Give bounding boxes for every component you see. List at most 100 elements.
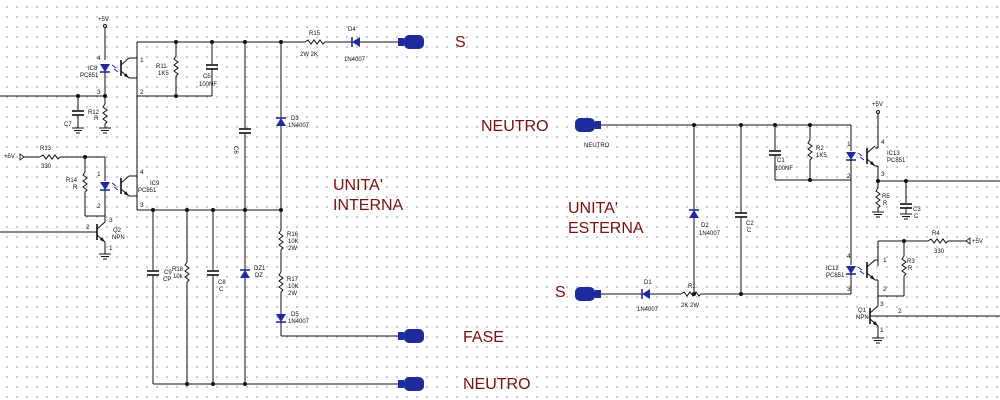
d1-diode: [641, 288, 651, 300]
terminal-neutro-ext-label: NEUTRO: [481, 118, 549, 135]
svg-text:1: 1: [880, 327, 884, 334]
d1-ref: D1: [644, 280, 652, 286]
d4-ref: D4: [348, 27, 356, 33]
ic8-ref: IC8: [88, 66, 98, 72]
r13-value: 330: [41, 164, 52, 170]
terminal-s-label: S: [455, 34, 466, 51]
q2-ref: Q2: [113, 228, 122, 234]
terminal-neutro-external[interactable]: [575, 118, 601, 132]
r5-ref: R5: [882, 194, 890, 200]
terminal-s-external[interactable]: [575, 287, 601, 301]
d4-diode: [351, 36, 361, 48]
d3-diode: [275, 117, 287, 127]
r1-value: 2K 2W: [681, 303, 699, 309]
c9-value: CP: [163, 277, 171, 283]
c3-value: C: [914, 214, 919, 220]
r17-power: 2W: [288, 291, 297, 297]
c6-ref: C6: [232, 146, 238, 154]
ic13-optocoupler: [845, 145, 876, 167]
r16-ref: R16: [287, 232, 299, 238]
c8-value: C: [219, 287, 224, 293]
svg-text:4: 4: [97, 55, 101, 62]
svg-text:4: 4: [140, 169, 144, 176]
terminal-s-internal[interactable]: [398, 35, 424, 49]
r14-value: R: [73, 185, 78, 191]
r13-ref: R13: [40, 146, 52, 152]
ic13-ref: IC13: [887, 151, 900, 157]
external-unit: NEUTRO NEUTRO D2 1N4007 C2 C C1 100NF R2…: [481, 102, 1000, 344]
r14-resistor: [82, 171, 88, 193]
ic13-value: PC851: [887, 158, 906, 164]
c1-ref: C1: [777, 158, 785, 164]
internal-unit-title-1: UNITA': [333, 177, 383, 194]
svg-text:1: 1: [883, 257, 887, 264]
dz1-zener: [239, 269, 251, 279]
svg-text:3: 3: [109, 217, 113, 224]
svg-text:1: 1: [847, 141, 851, 148]
terminal-neutro-internal[interactable]: [398, 377, 424, 391]
ic9-value: PC851: [138, 188, 157, 194]
c9-ref: C9: [164, 270, 172, 276]
r2-resistor: [807, 139, 813, 161]
r11-ref: R11: [156, 64, 167, 70]
q1-value: NPN: [856, 315, 869, 321]
r15-value: 2W 2K: [300, 52, 318, 58]
r11-value: 1K5: [158, 71, 169, 77]
c5-ref: C5: [203, 74, 211, 80]
r2-ref: R2: [816, 146, 824, 152]
c5-value: 100NF: [199, 82, 217, 88]
r16-value: 10K: [288, 239, 299, 245]
svg-text:1: 1: [109, 245, 113, 252]
q2-value: NPN: [112, 235, 125, 241]
svg-text:3: 3: [880, 301, 884, 308]
svg-text:2: 2: [847, 173, 851, 180]
r5-resistor: [875, 187, 881, 209]
r18-ref: R18: [172, 267, 184, 273]
r14-ref: R14: [66, 178, 78, 184]
vcc-label: +5V: [98, 17, 109, 23]
terminal-fase-internal[interactable]: [398, 329, 424, 343]
svg-text:4: 4: [847, 253, 851, 260]
vcc-ext-label: +5V: [872, 102, 883, 108]
svg-text:1: 1: [140, 57, 144, 64]
d2-diode: [688, 209, 700, 219]
ic12-optocoupler: [845, 259, 876, 281]
c2-ref: C2: [746, 221, 754, 227]
terminal-s-ext-label: S: [555, 284, 566, 301]
ic12-ref: IC12: [826, 266, 839, 272]
d3-ref: D3: [291, 116, 299, 122]
r12-value: R: [94, 116, 99, 122]
c2-value: C: [747, 228, 752, 234]
vcc-input-label: +5V: [4, 154, 15, 160]
r4-value: 330: [934, 249, 945, 255]
d4-value: 1N4007: [344, 57, 366, 63]
r1-ref: R1: [688, 284, 696, 290]
r16-resistor: [278, 229, 284, 251]
svg-text:3: 3: [97, 89, 101, 96]
r12-ref: R12: [88, 110, 100, 116]
svg-text:4: 4: [881, 139, 885, 146]
r3-resistor: [901, 255, 907, 277]
r13-resistor: [39, 154, 61, 160]
svg-text:3: 3: [140, 202, 144, 209]
d3-value: 1N4007: [288, 123, 310, 129]
vcc-ext-input-label: +5V: [972, 239, 983, 245]
q1-ref: Q1: [858, 308, 867, 314]
ic9-ref: IC9: [150, 181, 160, 187]
r5-value: R: [883, 201, 888, 207]
ic9-optocoupler: [99, 175, 130, 197]
svg-text:1: 1: [97, 171, 101, 178]
d5-ref: D5: [291, 312, 299, 318]
ic8-optocoupler: [99, 57, 130, 79]
r18-resistor: [184, 261, 190, 283]
c1-value: 100NF: [775, 166, 793, 172]
svg-text:2: 2: [97, 203, 101, 210]
r15-ref: R15: [309, 31, 321, 37]
neutro-net-label: NEUTRO: [584, 143, 610, 149]
r3-value: R: [908, 266, 913, 272]
c3-ref: C3: [913, 207, 921, 213]
dz1-ref: DZ1: [254, 266, 266, 272]
r1-resistor: [680, 291, 702, 297]
r3-ref: R3: [907, 259, 915, 265]
